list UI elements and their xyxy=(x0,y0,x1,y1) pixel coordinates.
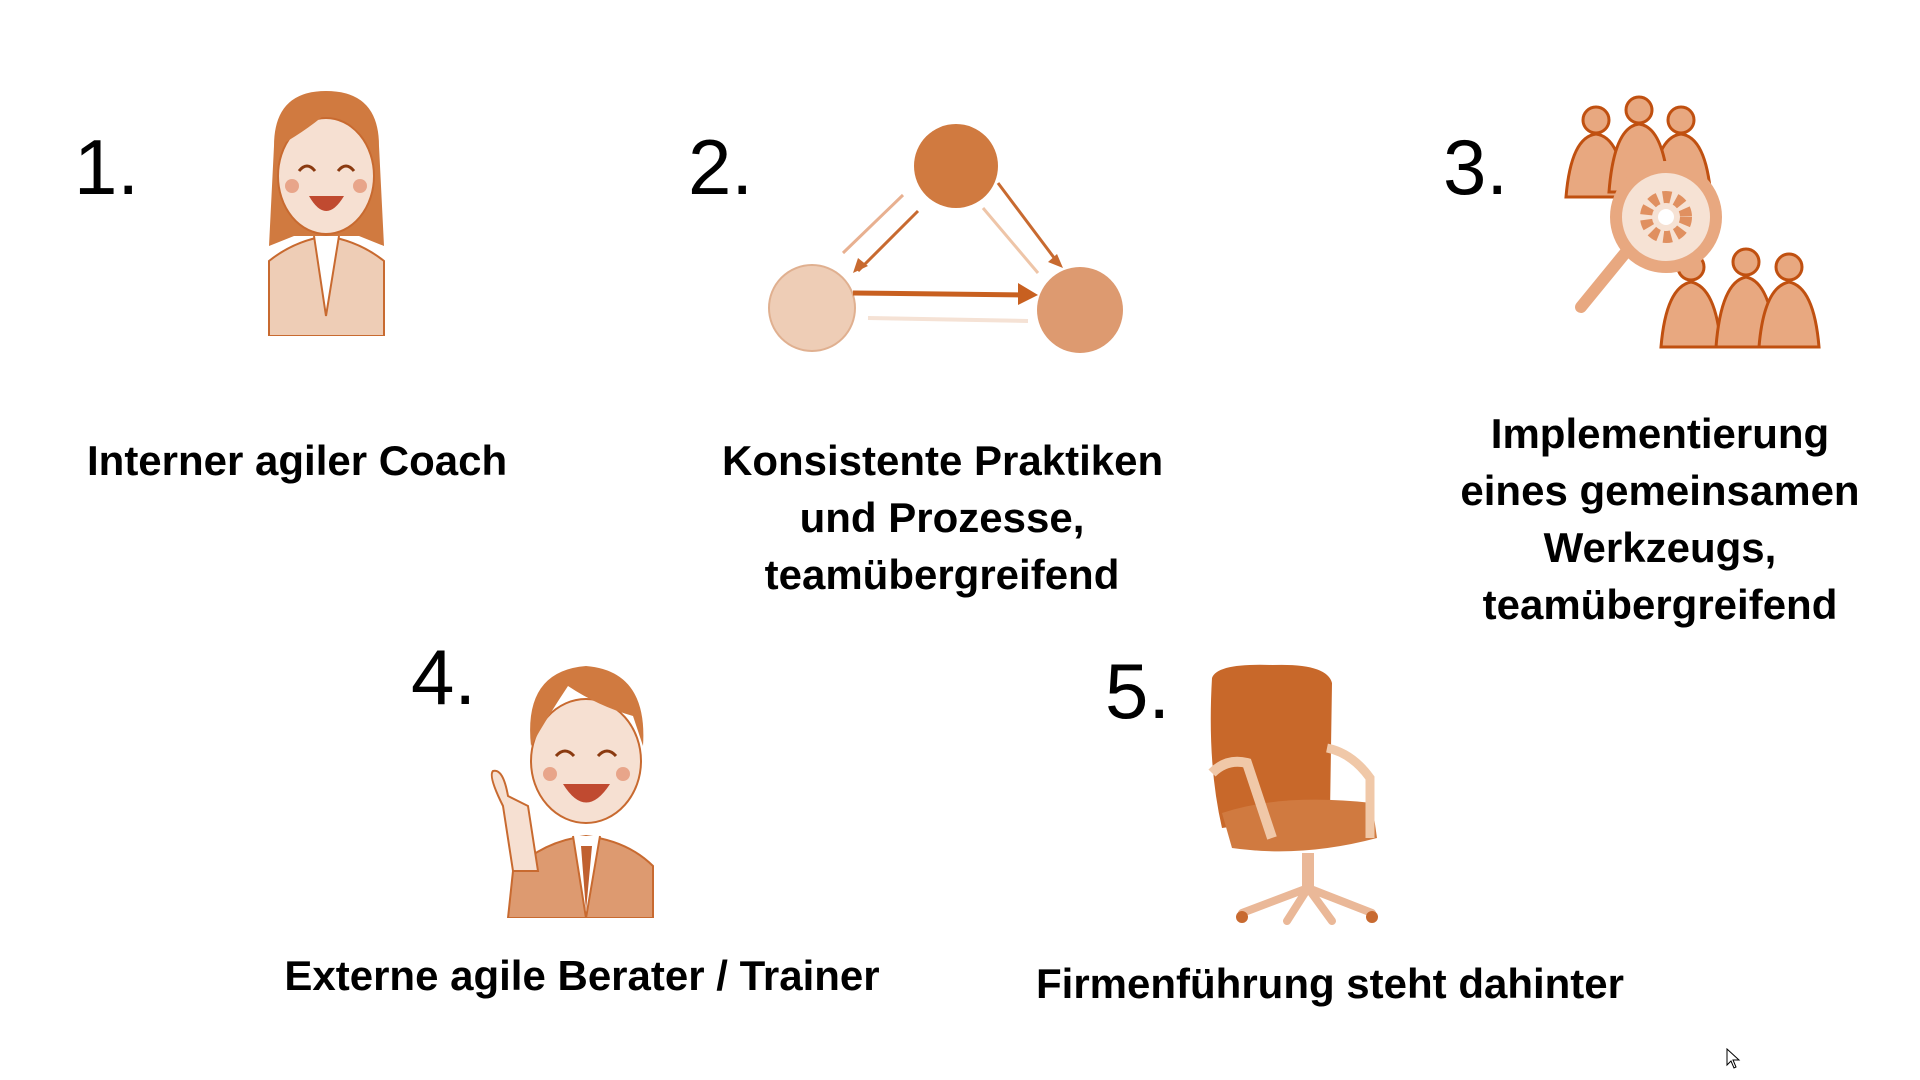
item-2-caption: Konsistente Praktiken und Prozesse, team… xyxy=(722,432,1164,603)
process-cycle-icon xyxy=(768,124,1123,353)
caption-line: Werkzeugs, xyxy=(1543,524,1777,571)
item-5-number: 5. xyxy=(1105,647,1171,735)
item-5-caption: Firmenführung steht dahinter xyxy=(1010,955,1650,1012)
caption-line: und Prozesse, xyxy=(799,494,1085,541)
caption-line: teamübergreifend xyxy=(1482,581,1838,628)
caption-line: Konsistente Praktiken xyxy=(722,437,1164,484)
caption-line: Interner agiler Coach xyxy=(87,437,508,484)
businessman-pointing-icon xyxy=(490,666,654,918)
caption-line: Implementierung xyxy=(1490,410,1830,457)
item-3-caption: Implementierung eines gemeinsamen Werkze… xyxy=(1440,405,1880,633)
caption-line: Externe agile Berater / Trainer xyxy=(284,952,880,999)
businesswoman-icon xyxy=(268,91,385,336)
item-4-caption: Externe agile Berater / Trainer xyxy=(282,947,882,1004)
item-1-number: 1. xyxy=(74,123,140,211)
item-1-caption: Interner agiler Coach xyxy=(87,432,507,489)
team-tool-icon xyxy=(1564,95,1821,349)
item-3-number: 3. xyxy=(1443,123,1509,211)
mouse-cursor-icon xyxy=(1726,1048,1741,1069)
caption-line: teamübergreifend xyxy=(764,551,1120,598)
item-4-number: 4. xyxy=(411,633,477,721)
caption-line: eines gemeinsamen xyxy=(1460,467,1860,514)
office-chair-icon xyxy=(1208,664,1378,925)
caption-line: Firmenführung steht dahinter xyxy=(1036,960,1624,1007)
item-2-number: 2. xyxy=(688,123,754,211)
